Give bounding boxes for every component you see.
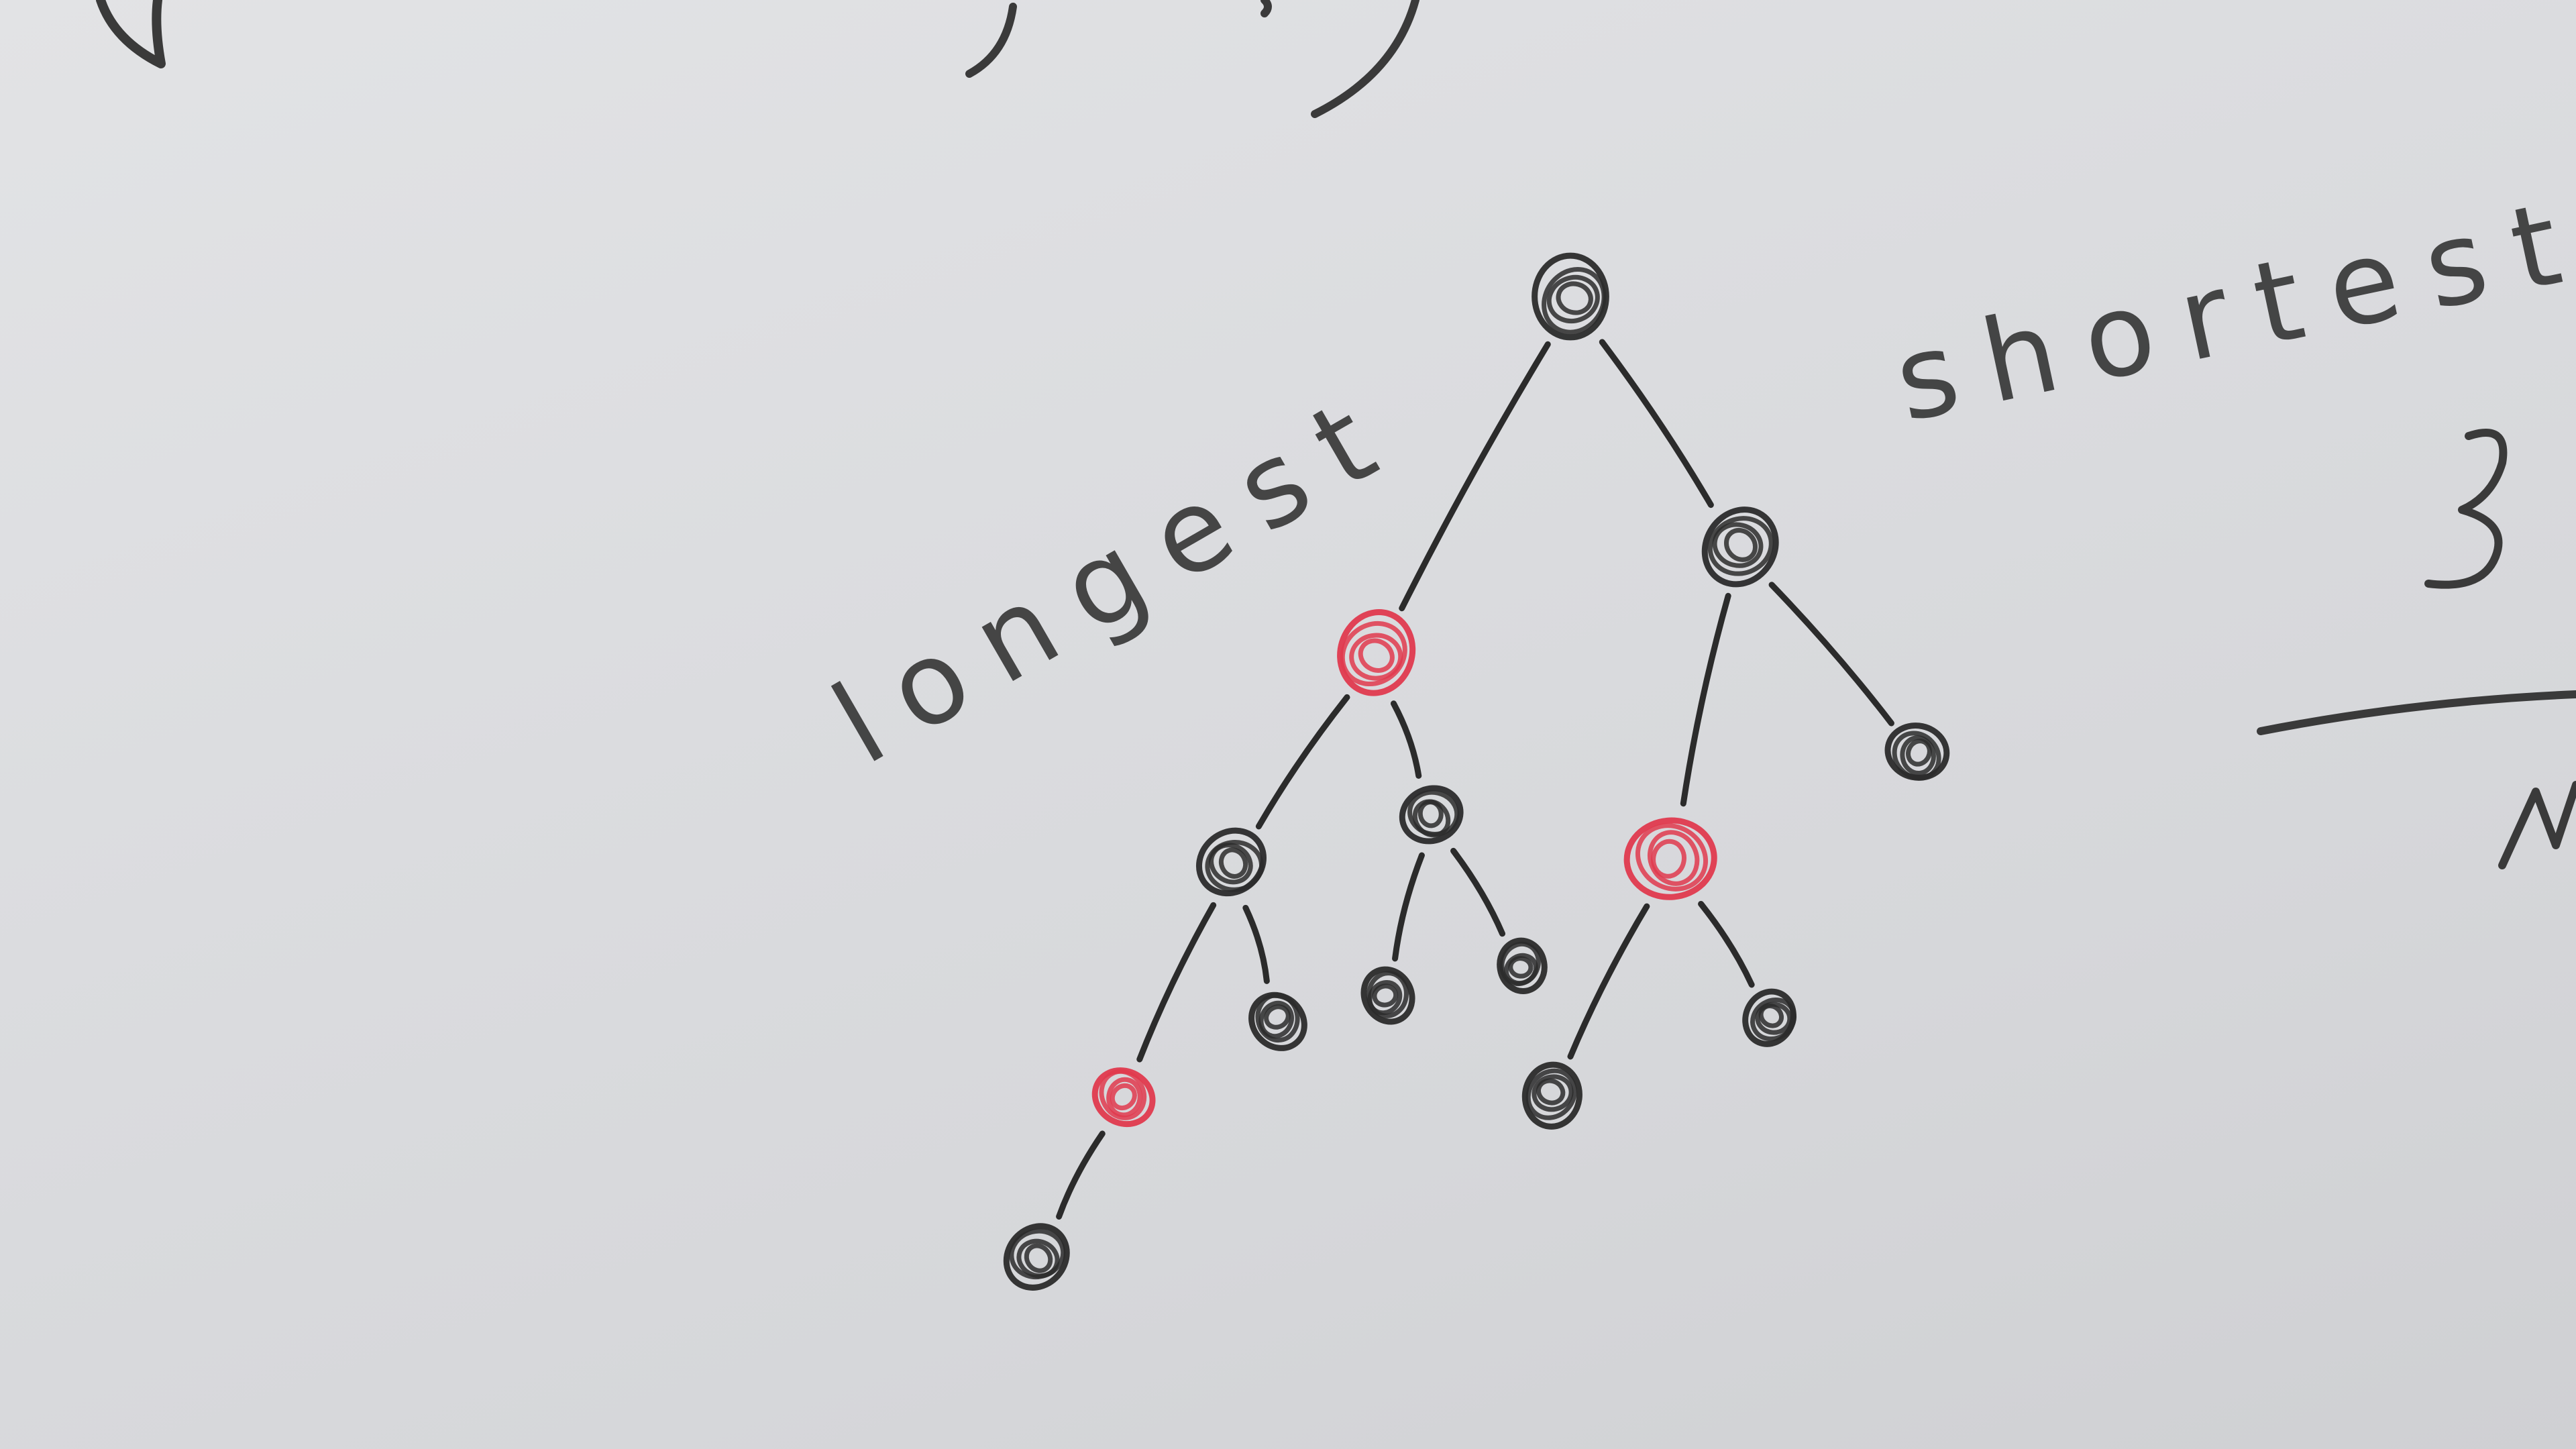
- node-scribble-loop: [1536, 1078, 1566, 1106]
- tree-node-left-left-black: [1195, 827, 1267, 897]
- brace-stroke: [2424, 429, 2508, 589]
- partial-strokes-top: [96, 0, 1419, 118]
- node-scribble-loop: [1349, 633, 1403, 681]
- tree-edge: [1567, 903, 1650, 1060]
- node-scribble-loop: [1366, 971, 1409, 1018]
- tree-edge: [1450, 847, 1505, 937]
- node-scribble-loop: [1623, 817, 1717, 900]
- node-scribble-loop: [1360, 966, 1415, 1025]
- tree-edge: [1392, 852, 1425, 962]
- node-scribble-loop: [1003, 1223, 1070, 1291]
- node-scribble-loop: [1525, 1068, 1577, 1120]
- node-scribble-loop: [1758, 1004, 1784, 1028]
- node-scribble-loop: [1906, 739, 1932, 767]
- tree-edge: [1599, 339, 1714, 508]
- tree-node-left-child-red: [1337, 609, 1416, 696]
- node-scribble-loop: [1340, 621, 1407, 687]
- node-scribble-loop: [1508, 956, 1534, 979]
- tree-edge: [1056, 1130, 1106, 1220]
- tree-node-left-left-right-black: [1248, 991, 1307, 1051]
- node-scribble-loop: [1651, 839, 1686, 879]
- node-scribble-loop: [1750, 998, 1796, 1042]
- node-scribble-loop: [1542, 267, 1607, 335]
- node-scribble-loop: [1106, 1077, 1142, 1118]
- node-scribble-loop: [1701, 506, 1779, 588]
- node-scribble-loop: [1258, 1000, 1294, 1039]
- node-scribble-loop: [1367, 980, 1403, 1016]
- node-scribble-loop: [1016, 1238, 1060, 1279]
- tree-edge: [1390, 700, 1422, 779]
- partial-stroke-2: [965, 3, 1017, 78]
- node-scribble-loop: [1110, 1083, 1137, 1111]
- node-scribble-loop: [1091, 1067, 1156, 1128]
- node-scribble-loop: [1707, 516, 1774, 576]
- node-scribble-loop: [1255, 993, 1300, 1043]
- tree-node-right-child-black: [1701, 506, 1779, 588]
- partial-stroke-3: [1260, 0, 1272, 17]
- node-scribble-loop: [1417, 800, 1444, 828]
- tree-edge: [1698, 900, 1755, 988]
- tree-node-left-right-left-black: [1360, 966, 1415, 1025]
- node-scribble-loop: [1892, 731, 1941, 781]
- node-scribble-loop: [1358, 638, 1395, 673]
- node-scribble-loop: [1556, 281, 1593, 315]
- node-scribble-loop: [1099, 1069, 1147, 1120]
- tree-node-right-right-black: [1884, 722, 1950, 781]
- partial-strokes-right: [2257, 429, 2576, 869]
- node-scribble-loop: [1399, 785, 1464, 845]
- horizontal-line: [2257, 690, 2576, 735]
- tree-node-right-left-left-black: [1521, 1061, 1582, 1130]
- node-scribble-loop: [1532, 1074, 1574, 1112]
- node-scribble-loop: [1264, 1004, 1291, 1030]
- tree-node-left-right-black: [1399, 785, 1464, 845]
- tree-edge: [1242, 904, 1270, 984]
- tree-nodes: [1003, 252, 1950, 1291]
- tree-node-root-black: [1532, 252, 1609, 341]
- node-scribble-loop: [1635, 823, 1709, 892]
- tree-edge: [1768, 582, 1894, 727]
- tree-node-right-left-red: [1623, 817, 1717, 900]
- node-scribble-loop: [1712, 522, 1764, 568]
- tree-edge: [1680, 592, 1731, 807]
- node-scribble-loop: [1209, 843, 1253, 885]
- node-scribble-loop: [1755, 1002, 1792, 1035]
- node-scribble-loop: [1024, 1243, 1053, 1273]
- partial-stroke-1: [96, 0, 166, 68]
- tree-node-left-right-right-black: [1497, 937, 1548, 994]
- tree-node-right-left-right-black: [1742, 988, 1796, 1047]
- tree-edge: [1136, 902, 1217, 1063]
- node-scribble-loop: [1372, 983, 1399, 1008]
- node-scribble-loop: [1412, 799, 1451, 838]
- tree-node-left-left-left-red: [1091, 1067, 1156, 1128]
- partial-letter-n: [2498, 781, 2576, 869]
- node-scribble-loop: [1724, 527, 1758, 562]
- node-scribble-loop: [1218, 847, 1248, 879]
- tree-edge: [1255, 694, 1350, 830]
- node-scribble-loop: [1900, 735, 1936, 776]
- tree-edges: [1056, 339, 1894, 1220]
- node-scribble-loop: [1337, 609, 1416, 696]
- partial-stroke-4: [1311, 0, 1419, 118]
- node-scribble-loop: [1205, 839, 1265, 892]
- tree-edge: [1399, 341, 1551, 612]
- node-scribble-loop: [1521, 1061, 1582, 1130]
- node-scribble-loop: [1546, 274, 1600, 324]
- tree-node-left-left-left-left-black: [1003, 1223, 1070, 1291]
